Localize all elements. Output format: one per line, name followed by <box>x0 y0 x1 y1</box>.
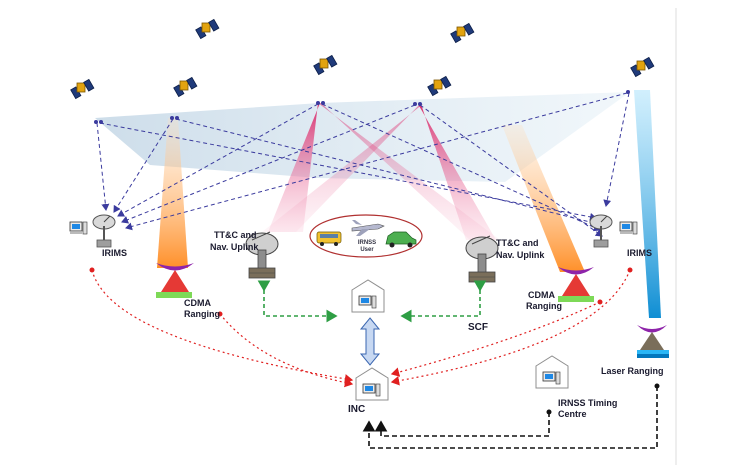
irnss-user-label-line1: IRNSS <box>357 240 377 246</box>
ttc-scf-links <box>257 280 487 323</box>
ttc-left-label-line1: TT&C and <box>214 230 257 240</box>
inc-label: INC <box>348 404 366 415</box>
ttc-right-label-line1: TT&C and <box>496 238 539 248</box>
cdma-station-right <box>558 267 594 302</box>
uplink-beam-left <box>268 103 320 232</box>
satellite-icon <box>313 55 338 75</box>
satellite-icon <box>173 77 198 97</box>
cdma-left-label-line2: Ranging <box>184 309 220 319</box>
uplink-beam-right-2 <box>318 103 500 240</box>
bus-icon <box>316 231 342 246</box>
ttc-right-label-line2: Nav. Uplink <box>496 250 545 260</box>
irims-station-left <box>69 214 116 248</box>
cdma-right-label-line2: Ranging <box>526 301 562 311</box>
laser-ranging-label: Laser Ranging <box>601 366 664 376</box>
scf-label: SCF <box>468 322 488 333</box>
cdma-left-label-line1: CDMA <box>184 298 211 308</box>
data-links-to-inc <box>91 269 631 388</box>
computer-icon <box>69 221 88 235</box>
timing-endpoints <box>546 383 660 415</box>
timing-centre-building-icon <box>535 355 569 389</box>
inc-building-icon <box>355 367 389 401</box>
satellite-icon <box>450 23 475 43</box>
satellite-icon <box>630 57 655 77</box>
scf-building-icon <box>351 279 385 313</box>
uplink-beam-left-2 <box>262 104 423 232</box>
cdma-station-left <box>156 263 194 298</box>
scf-inc-link <box>359 317 381 366</box>
timing-centre-label-line2: Centre <box>558 409 587 419</box>
cdma-beam-left <box>157 118 188 268</box>
satellite-icon <box>195 19 220 39</box>
navigation-signal-lines <box>96 92 630 237</box>
cdma-right-label-line1: CDMA <box>528 290 555 300</box>
link-endpoints <box>89 267 633 317</box>
satellite-icon <box>70 79 95 99</box>
ttc-left-label-line2: Nav. Uplink <box>210 242 259 252</box>
cdma-beam-right <box>502 125 585 272</box>
timing-centre-label-line1: IRNSS Timing <box>558 398 618 408</box>
uplink-beam-right <box>418 104 496 240</box>
satellite-icon <box>427 76 452 96</box>
dish-antenna-icon <box>589 214 613 248</box>
laser-ranging-beam <box>634 90 661 318</box>
irims-right-label: IRIMS <box>627 248 653 258</box>
ttc-antenna-right-icon <box>465 235 499 283</box>
car-icon <box>385 231 417 248</box>
timing-links <box>362 386 658 449</box>
irims-station-right <box>589 214 638 248</box>
airplane-icon <box>351 220 385 236</box>
irims-left-label: IRIMS <box>102 248 128 258</box>
laser-ranging-station <box>637 325 669 358</box>
dish-antenna-icon <box>92 214 116 248</box>
computer-icon <box>619 221 638 235</box>
irnss-user-label-line2: User <box>360 247 374 253</box>
irnss-user-group <box>309 214 423 258</box>
